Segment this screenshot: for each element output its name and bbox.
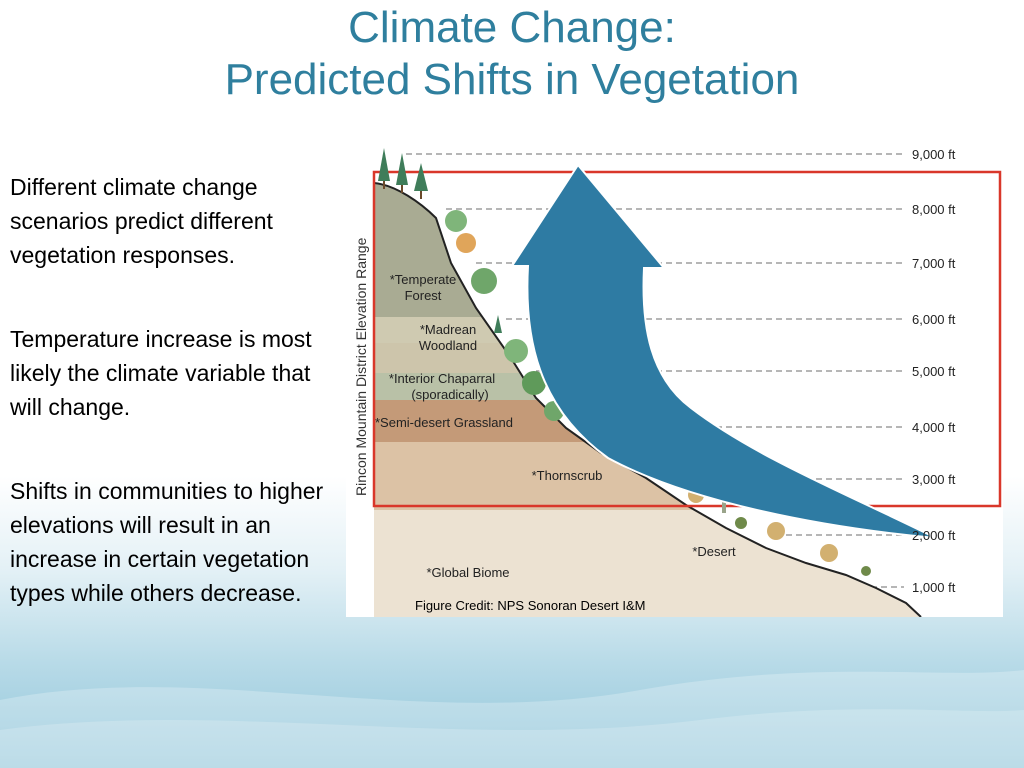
zone-label-madrean: Woodland xyxy=(419,338,477,353)
elevation-label: 8,000 ft xyxy=(912,202,956,217)
bullet-item: Different climate change scenarios predi… xyxy=(10,174,273,268)
zone-label-chaparral: (sporadically) xyxy=(411,387,488,402)
zone-label-thornscrub: *Thornscrub xyxy=(532,468,603,483)
bullet-item: Shifts in communities to higher elevatio… xyxy=(10,478,324,606)
elevation-label: 3,000 ft xyxy=(912,472,956,487)
zone-label-chaparral: *Interior Chaparral xyxy=(389,371,495,386)
elevation-range-box xyxy=(372,170,1002,508)
upward-shift-arrow xyxy=(510,163,937,539)
elevation-label: 5,000 ft xyxy=(912,364,956,379)
elevation-label: 9,000 ft xyxy=(912,147,956,162)
title-line-1: Climate Change: xyxy=(348,3,676,52)
zone-label-grassland: *Semi-desert Grassland xyxy=(375,415,513,430)
elevation-label: 6,000 ft xyxy=(912,312,956,327)
elevation-label: 4,000 ft xyxy=(912,420,956,435)
bullet-item: Temperature increase is most likely the … xyxy=(10,326,312,420)
elevation-label: 2,000 ft xyxy=(912,528,956,543)
bullet-list: Different climate change scenarios predi… xyxy=(10,170,340,660)
vegetation-shift-figure: Rincon Mountain District Elevation Range… xyxy=(346,143,1003,617)
figure-credit: Figure Credit: NPS Sonoran Desert I&M xyxy=(415,598,646,613)
elevation-label: 1,000 ft xyxy=(912,580,956,595)
zone-label-temperate: *Temperate xyxy=(390,272,456,287)
slide-title: Climate Change: Predicted Shifts in Vege… xyxy=(0,2,1024,106)
elevation-axis-label: Rincon Mountain District Elevation Range xyxy=(353,237,369,496)
title-line-2: Predicted Shifts in Vegetation xyxy=(224,55,800,104)
mountain-ridge-line xyxy=(373,182,922,617)
zone-label-madrean: *Madrean xyxy=(420,322,476,337)
elevation-label: 7,000 ft xyxy=(912,256,956,271)
zone-label-desert: *Desert xyxy=(692,544,736,559)
zone-label-global: *Global Biome xyxy=(426,565,509,580)
zone-label-temperate: Forest xyxy=(405,288,442,303)
